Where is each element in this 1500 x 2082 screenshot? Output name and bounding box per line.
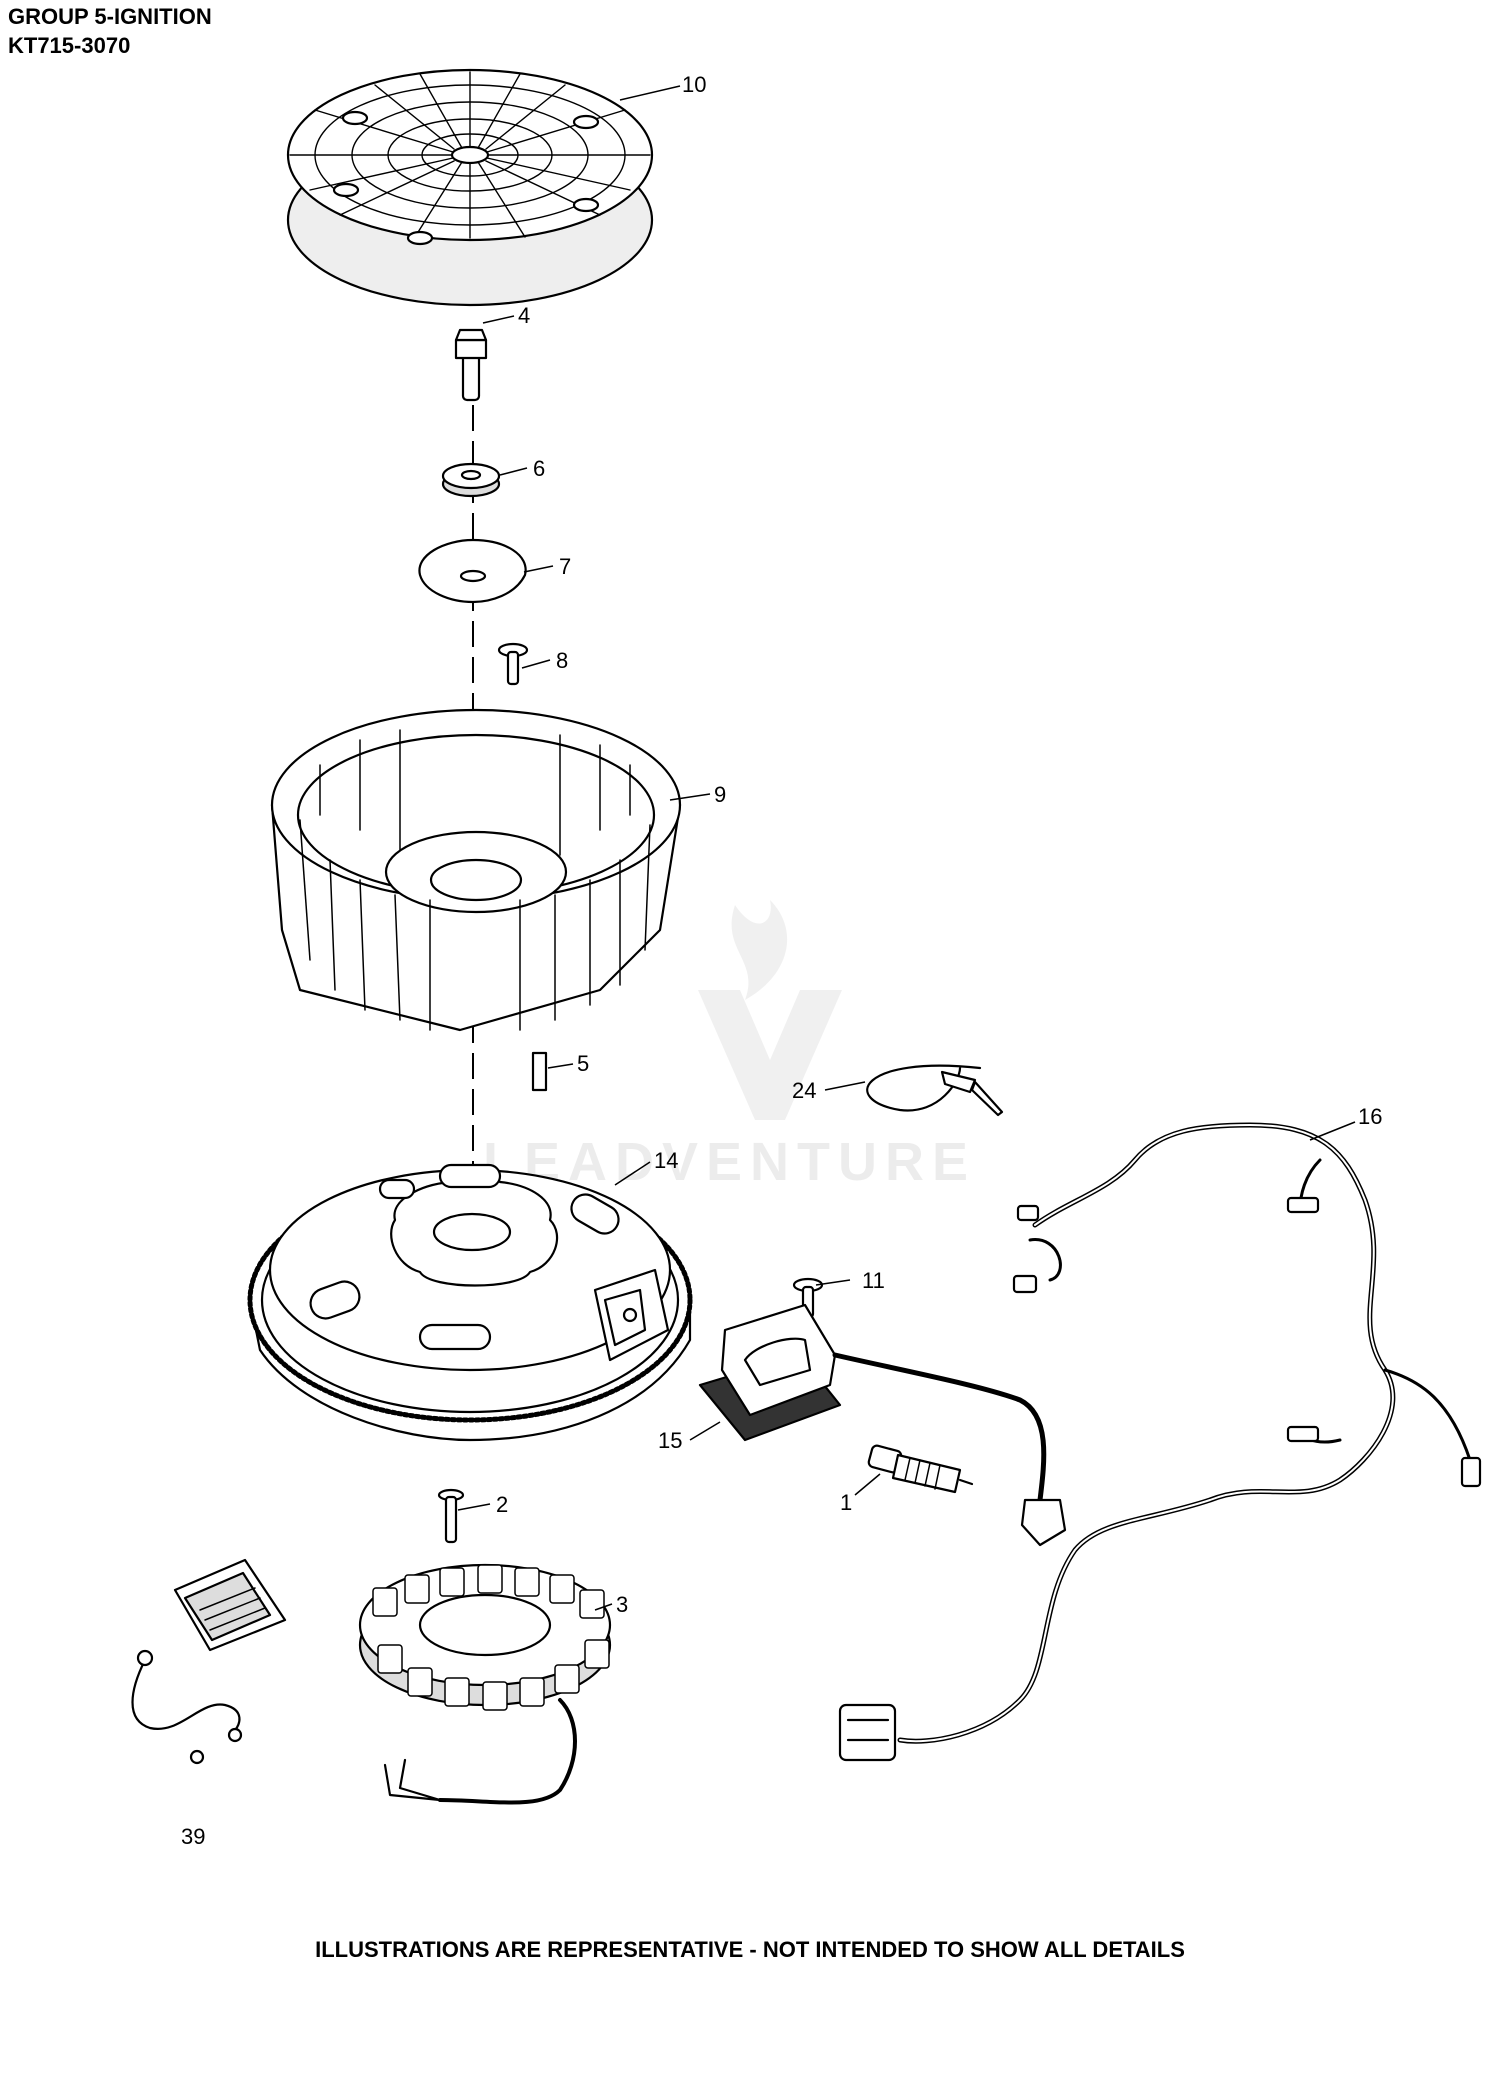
leader-lines bbox=[457, 85, 1356, 1611]
callout-4: 4 bbox=[518, 303, 530, 328]
part-8-screw bbox=[497, 642, 529, 686]
callout-7: 7 bbox=[559, 554, 571, 579]
part-7-fan-plate bbox=[418, 538, 527, 604]
callout-5: 5 bbox=[577, 1051, 589, 1076]
part-15-ignition-module bbox=[698, 1303, 1067, 1547]
part-2-stator-screw bbox=[437, 1488, 465, 1544]
callout-8: 8 bbox=[556, 648, 568, 673]
watermark-flame-icon bbox=[731, 900, 788, 1000]
part-3-stator bbox=[358, 1563, 612, 1805]
part-16-wiring-harness bbox=[838, 1122, 1482, 1762]
part-10-grass-screen bbox=[286, 68, 654, 307]
callout-9: 9 bbox=[714, 782, 726, 807]
part-5-flywheel-key bbox=[531, 1051, 548, 1092]
part-4-flywheel-bolt bbox=[454, 328, 488, 402]
model-number: KT715-3070 bbox=[8, 33, 131, 58]
watermark-v-icon bbox=[698, 990, 842, 1120]
callout-labels: 10 4 6 7 8 9 5 24 16 14 11 15 1 2 3 39 bbox=[181, 72, 1382, 1849]
callout-11: 11 bbox=[862, 1268, 885, 1293]
part-24-cable-tie bbox=[866, 1064, 1004, 1117]
page-header: GROUP 5-IGNITION KT715-3070 bbox=[8, 2, 212, 60]
callout-39: 39 bbox=[181, 1824, 205, 1849]
callout-15: 15 bbox=[658, 1428, 682, 1453]
part-39-rectifier-regulator bbox=[131, 1558, 287, 1765]
part-14-flywheel bbox=[247, 1163, 693, 1442]
disclaimer-footer: ILLUSTRATIONS ARE REPRESENTATIVE - NOT I… bbox=[315, 1937, 1185, 1962]
callout-2: 2 bbox=[496, 1492, 508, 1517]
part-1-spark-plug bbox=[867, 1444, 974, 1494]
callout-24: 24 bbox=[792, 1078, 816, 1103]
callout-3: 3 bbox=[616, 1592, 628, 1617]
part-9-fan bbox=[270, 708, 682, 1032]
callout-14: 14 bbox=[654, 1148, 678, 1173]
callout-1: 1 bbox=[840, 1490, 852, 1515]
callout-10: 10 bbox=[682, 72, 706, 97]
part-6-washer bbox=[441, 462, 501, 498]
callout-6: 6 bbox=[533, 456, 545, 481]
callout-16: 16 bbox=[1358, 1104, 1382, 1129]
group-title: GROUP 5-IGNITION bbox=[8, 4, 212, 29]
